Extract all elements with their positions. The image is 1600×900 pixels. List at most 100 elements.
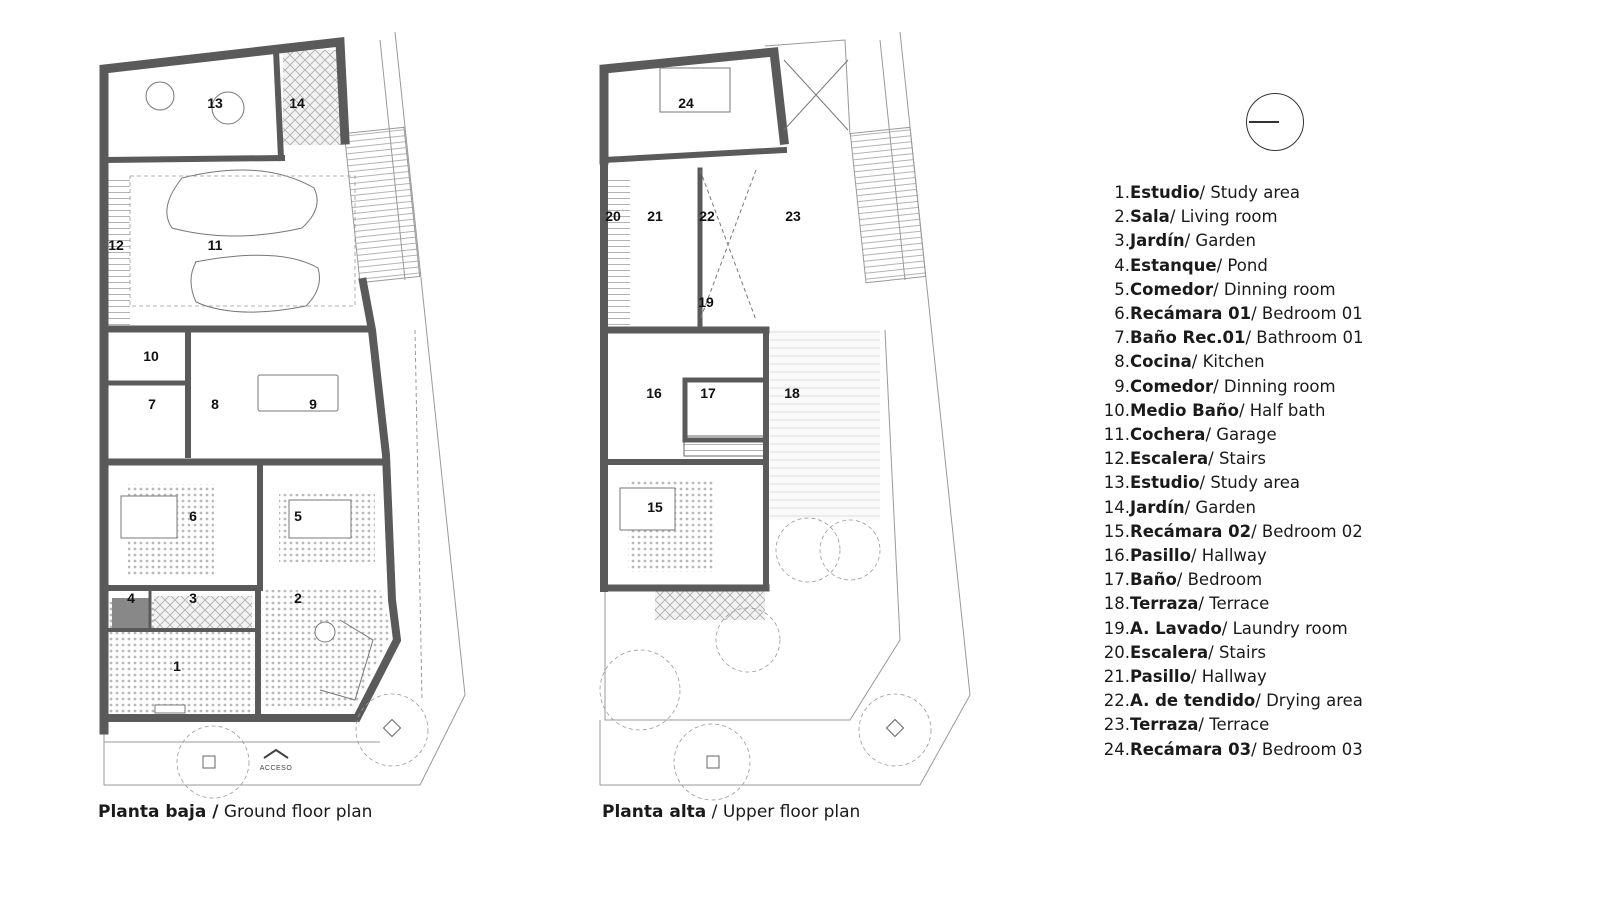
legend-number: 2. (1114, 207, 1130, 227)
legend-number: 11. (1103, 425, 1130, 445)
legend-item: 14.Jardín / Garden (1098, 496, 1364, 520)
legend-number: 5. (1114, 279, 1130, 299)
room-number-13: 13 (207, 95, 223, 111)
legend-number: 18. (1103, 594, 1130, 614)
legend-english-name: / Hallway (1190, 667, 1267, 687)
legend-item: 17.Baño / Bedroom (1098, 568, 1364, 592)
legend-english-name: / Stairs (1208, 449, 1266, 469)
upper-floor-caption: Planta alta / Upper floor plan (602, 802, 860, 822)
legend-english-name: / Terrace (1198, 594, 1270, 614)
legend-item: 16.Pasillo / Hallway (1098, 544, 1364, 568)
legend-number: 1. (1114, 183, 1130, 202)
legend-spanish-name: Terraza (1130, 715, 1199, 735)
legend-item: 6.Recámara 01 / Bedroom 01 (1098, 302, 1364, 326)
legend-item: 18.Terraza / Terrace (1098, 592, 1364, 616)
room-number-22: 22 (699, 208, 715, 224)
legend-english-name: / Laundry room (1221, 618, 1348, 638)
stairs-20 (604, 176, 630, 326)
legend-item: 13.Estudio / Study area (1098, 471, 1364, 495)
legend-english-name: / Terrace (1198, 715, 1270, 735)
legend-item: 9.Comedor / Dinning room (1098, 375, 1364, 399)
legend-number: 17. (1103, 570, 1130, 590)
legend-spanish-name: Estudio (1130, 183, 1200, 202)
legend-item: 10.Medio Baño / Half bath (1098, 399, 1364, 423)
upper-planters (706, 718, 905, 769)
ground-floor-title-es: Planta baja / (98, 802, 219, 822)
legend-english-name: / Garden (1184, 497, 1256, 517)
legend-item: 12.Escalera / Stairs (1098, 447, 1364, 471)
legend-item: 23.Terraza / Terrace (1098, 713, 1364, 737)
legend-item: 15. Recámara 02 / Bedroom 02 (1098, 520, 1364, 544)
legend-english-name: / Dinning room (1213, 376, 1336, 396)
legend-item: 5.Comedor / Dinning room (1098, 278, 1364, 302)
upper-tree-canopies (599, 517, 932, 801)
legend-item: 24.Recámara 03 / Bedroom 03 (1098, 738, 1364, 762)
ground-planters (202, 718, 402, 769)
legend-english-name: / Study area (1199, 473, 1301, 493)
legend-english-name: / Dinning room (1213, 279, 1336, 299)
legend-english-name: / Stairs (1208, 642, 1266, 662)
room-number-8: 8 (211, 396, 219, 412)
legend-spanish-name: Cochera (1130, 425, 1206, 445)
legend-spanish-name: Comedor (1130, 376, 1214, 396)
legend-item: 2.Sala / Living room (1098, 205, 1364, 229)
upper-floor-title-en: / Upper floor plan (706, 802, 861, 822)
legend-item: 19.A. Lavado / Laundry room (1098, 617, 1364, 641)
legend-spanish-name: Escalera (1130, 642, 1209, 662)
legend-english-name: / Garage (1205, 425, 1277, 445)
legend-number: 23. (1103, 715, 1130, 735)
legend-number: 7. (1114, 328, 1130, 348)
room-number-12: 12 (108, 237, 124, 253)
legend-spanish-name: Baño Rec.01 (1130, 328, 1246, 348)
garden-upper-floor (283, 50, 343, 145)
legend-english-name: / Garden (1184, 231, 1256, 251)
room-number-16: 16 (646, 385, 662, 401)
legend-spanish-name: A. Lavado (1130, 618, 1222, 638)
ground-dashed-lines (129, 175, 429, 799)
legend-item: 22.A. de tendido / Drying area (1098, 689, 1364, 713)
legend-number: 15. (1103, 521, 1130, 541)
legend-spanish-name: Comedor (1130, 279, 1214, 299)
legend-spanish-name: Jardín (1130, 497, 1185, 517)
legend-number: 16. (1103, 546, 1130, 566)
room-number-2: 2 (294, 590, 302, 606)
legend-item: 4.Estanque / Pond (1098, 254, 1364, 278)
legend-number: 6. (1114, 304, 1130, 324)
upper-walls (599, 47, 789, 592)
room-number-24: 24 (678, 95, 694, 111)
legend-english-name: / Kitchen (1191, 352, 1265, 372)
access-label: ACCESO (260, 765, 293, 772)
legend-number: 4. (1114, 255, 1130, 275)
legend-english-name: / Bathroom 01 (1245, 328, 1364, 348)
legend-spanish-name: Recámara 03 (1130, 739, 1252, 759)
exterior-steps (343, 126, 421, 284)
upper-furniture (619, 59, 849, 531)
room-number-17: 17 (700, 385, 716, 401)
garden-floor (154, 596, 252, 632)
legend-spanish-name: Recámara 01 (1130, 304, 1252, 324)
room-number-15: 15 (647, 499, 663, 515)
legend-spanish-name: Pasillo (1130, 667, 1191, 687)
legend-spanish-name: Recámara 02 (1130, 521, 1252, 541)
legend-number: 19. (1103, 618, 1130, 638)
legend-item: 7.Baño Rec.01 / Bathroom 01 (1098, 326, 1364, 350)
legend-number: 14. (1103, 497, 1130, 517)
legend-item: 8.Cocina / Kitchen (1098, 350, 1364, 374)
legend-number: 10. (1103, 400, 1130, 420)
legend-number: 20. (1103, 642, 1130, 662)
pond (112, 598, 150, 632)
north-marker (1249, 121, 1279, 123)
legend-english-name: / Bedroom 03 (1251, 739, 1363, 759)
legend-spanish-name: Sala (1130, 207, 1170, 227)
legend-spanish-name: Jardín (1130, 231, 1185, 251)
room-number-3: 3 (189, 590, 197, 606)
legend-item: 11.Cochera / Garage (1098, 423, 1364, 447)
room-number-20: 20 (605, 208, 621, 224)
legend-spanish-name: A. de tendido (1130, 691, 1256, 711)
upper-floor-title-es: Planta alta (602, 802, 707, 822)
legend-english-name: / Hallway (1190, 546, 1267, 566)
north-arrow-icon (1246, 93, 1304, 151)
legend-item: 3.Jardín / Garden (1098, 229, 1364, 253)
legend-spanish-name: Estanque (1130, 255, 1217, 275)
